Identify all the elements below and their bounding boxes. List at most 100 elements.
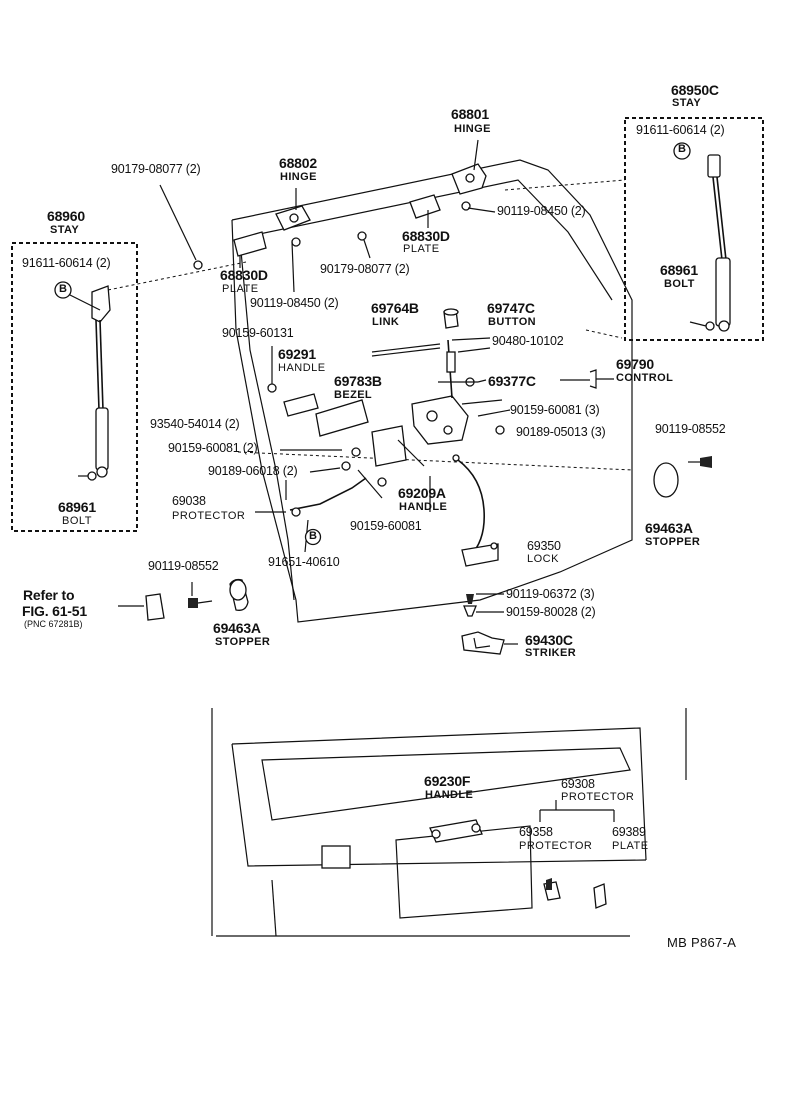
reference-figure-link[interactable]: FIG. 61-51 [22, 603, 87, 619]
part-number-69350: 69350 [527, 539, 561, 553]
fastener-90119-08552-left: 90119-08552 [148, 559, 219, 573]
part-name-hinge-68802: HINGE [280, 171, 317, 183]
part-number-69463a-right: 69463A [645, 520, 693, 536]
fastener-93540-54014: 93540-54014 (2) [150, 417, 240, 431]
part-number-69038: 69038 [172, 494, 206, 508]
part-name-stopper-69463a-left: STOPPER [215, 636, 271, 648]
part-number-69747c: 69747C [487, 300, 535, 316]
striker-69430c [461, 631, 505, 655]
fastener-90159-60081: 90159-60081 [350, 519, 422, 533]
part-name-stopper-69463a-right: STOPPER [645, 536, 701, 548]
part-name-plate-68830d-left: PLATE [222, 283, 259, 295]
bezel-69783b [315, 399, 369, 437]
part-name-bezel-69783b: BEZEL [334, 389, 373, 401]
part-name-handle-69291: HANDLE [278, 362, 326, 374]
part-name-stay-68950c: STAY [672, 97, 702, 109]
part-number-69377c: 69377C [488, 373, 536, 389]
callout-b-left: B [59, 283, 68, 295]
part-number-68961-right: 68961 [660, 262, 698, 278]
latch-assembly [371, 308, 503, 445]
inner-handle-69291 [267, 346, 319, 417]
part-name-handle-69230f: HANDLE [425, 789, 474, 801]
fastener-90159-60081-3: 90159-60081 (3) [510, 403, 600, 417]
reference-bracket [118, 593, 165, 621]
part-name-handle-69209a: HANDLE [399, 501, 448, 513]
part-number-69463a-left: 69463A [213, 620, 261, 636]
fastener-90119-06372: 90119-06372 (3) [506, 587, 595, 601]
diagram-code: MB P867-A [667, 935, 737, 950]
part-number-69430c: 69430C [525, 632, 573, 648]
nut-90159-60081-2 [351, 447, 361, 457]
part-name-stay-68960: STAY [50, 224, 80, 236]
part-name-plate-69389: PLATE [612, 840, 649, 852]
fastener-90159-80028: 90159-80028 (2) [506, 605, 596, 619]
part-name-protector-69308: PROTECTOR [561, 791, 635, 803]
left-stay-strut [59, 285, 111, 478]
part-number-69230f: 69230F [424, 773, 471, 789]
fastener-91611-right: 91611-60614 (2) [636, 123, 725, 137]
left-callout-b-circle [54, 281, 72, 299]
callout-b-lower: B [309, 530, 318, 542]
part-name-plate-68830d-right: PLATE [403, 243, 440, 255]
part-name-link-69764b: LINK [372, 316, 400, 328]
part-name-protector-69038: PROTECTOR [172, 510, 246, 522]
stopper-69463a-left [188, 578, 249, 611]
part-number-69308: 69308 [561, 777, 595, 791]
part-number-69209a: 69209A [398, 485, 446, 501]
callout-b-right: B [678, 143, 687, 155]
reference-pnc: (PNC 67281B) [24, 619, 83, 629]
part-number-69783b: 69783B [334, 373, 382, 389]
part-number-68961-left: 68961 [58, 499, 96, 515]
fastener-90119-08450-left: 90119-08450 (2) [250, 296, 339, 310]
part-name-button-69747c: BUTTON [488, 316, 537, 328]
left-bolt-68961 [78, 471, 97, 481]
part-number-68830d-left: 68830D [220, 267, 268, 283]
exterior-handle-inset [211, 708, 687, 937]
callout-b-circle-lower [304, 528, 322, 546]
part-number-69358: 69358 [519, 825, 553, 839]
fastener-90179-top: 90179-08077 (2) [111, 162, 201, 176]
part-number-68802: 68802 [279, 155, 317, 171]
right-callout-b-circle [673, 142, 691, 160]
part-number-69764b: 69764B [371, 300, 419, 316]
part-number-69790: 69790 [616, 356, 654, 372]
left-stay-group-box [11, 242, 138, 532]
protector-69038 [289, 477, 367, 517]
bolt-90119-06372 [463, 594, 477, 617]
stopper-69463a-right [653, 456, 712, 498]
part-name-bolt-68961-left: BOLT [62, 515, 92, 527]
part-number-68801: 68801 [451, 106, 489, 122]
part-number-68830d-right: 68830D [402, 228, 450, 244]
handle-69209a [371, 425, 425, 487]
part-name-lock-69350: LOCK [527, 553, 559, 565]
part-name-hinge-68801: HINGE [454, 123, 491, 135]
part-number-69389: 69389 [612, 825, 646, 839]
right-stay-strut [707, 154, 731, 332]
fastener-90159-60131: 90159-60131 [222, 326, 294, 340]
part-name-striker-69430c: STRIKER [525, 647, 577, 659]
hinge-68801 [409, 163, 487, 219]
fastener-91611-left: 91611-60614 (2) [22, 256, 111, 270]
fastener-90119-08552-right: 90119-08552 [655, 422, 726, 436]
right-stay-group-box [624, 117, 764, 341]
right-bolt-68961 [689, 321, 715, 331]
fastener-91651-40610: 91651-40610 [268, 555, 340, 569]
fastener-90159-60081-2: 90159-60081 (2) [168, 441, 258, 455]
strut-guide-right [504, 179, 626, 191]
nut-90179-mid [357, 231, 367, 241]
nut-90179-top [193, 260, 203, 270]
part-number-68960: 68960 [47, 208, 85, 224]
hinge-68802 [233, 205, 311, 257]
screw-90189-05013 [495, 425, 505, 435]
fastener-90189-06018: 90189-06018 (2) [208, 464, 298, 478]
part-number-69291: 69291 [278, 346, 316, 362]
fastener-90480-10102: 90480-10102 [492, 334, 564, 348]
part-number-68950c: 68950C [671, 82, 719, 98]
part-name-control-69790: CONTROL [616, 372, 674, 384]
part-name-protector-69358: PROTECTOR [519, 840, 593, 852]
nut-90159-60131 [341, 461, 351, 471]
fastener-90119-08450-right: 90119-08450 (2) [497, 204, 586, 218]
fastener-90179-mid: 90179-08077 (2) [320, 262, 410, 276]
lock-69350 [452, 454, 499, 567]
